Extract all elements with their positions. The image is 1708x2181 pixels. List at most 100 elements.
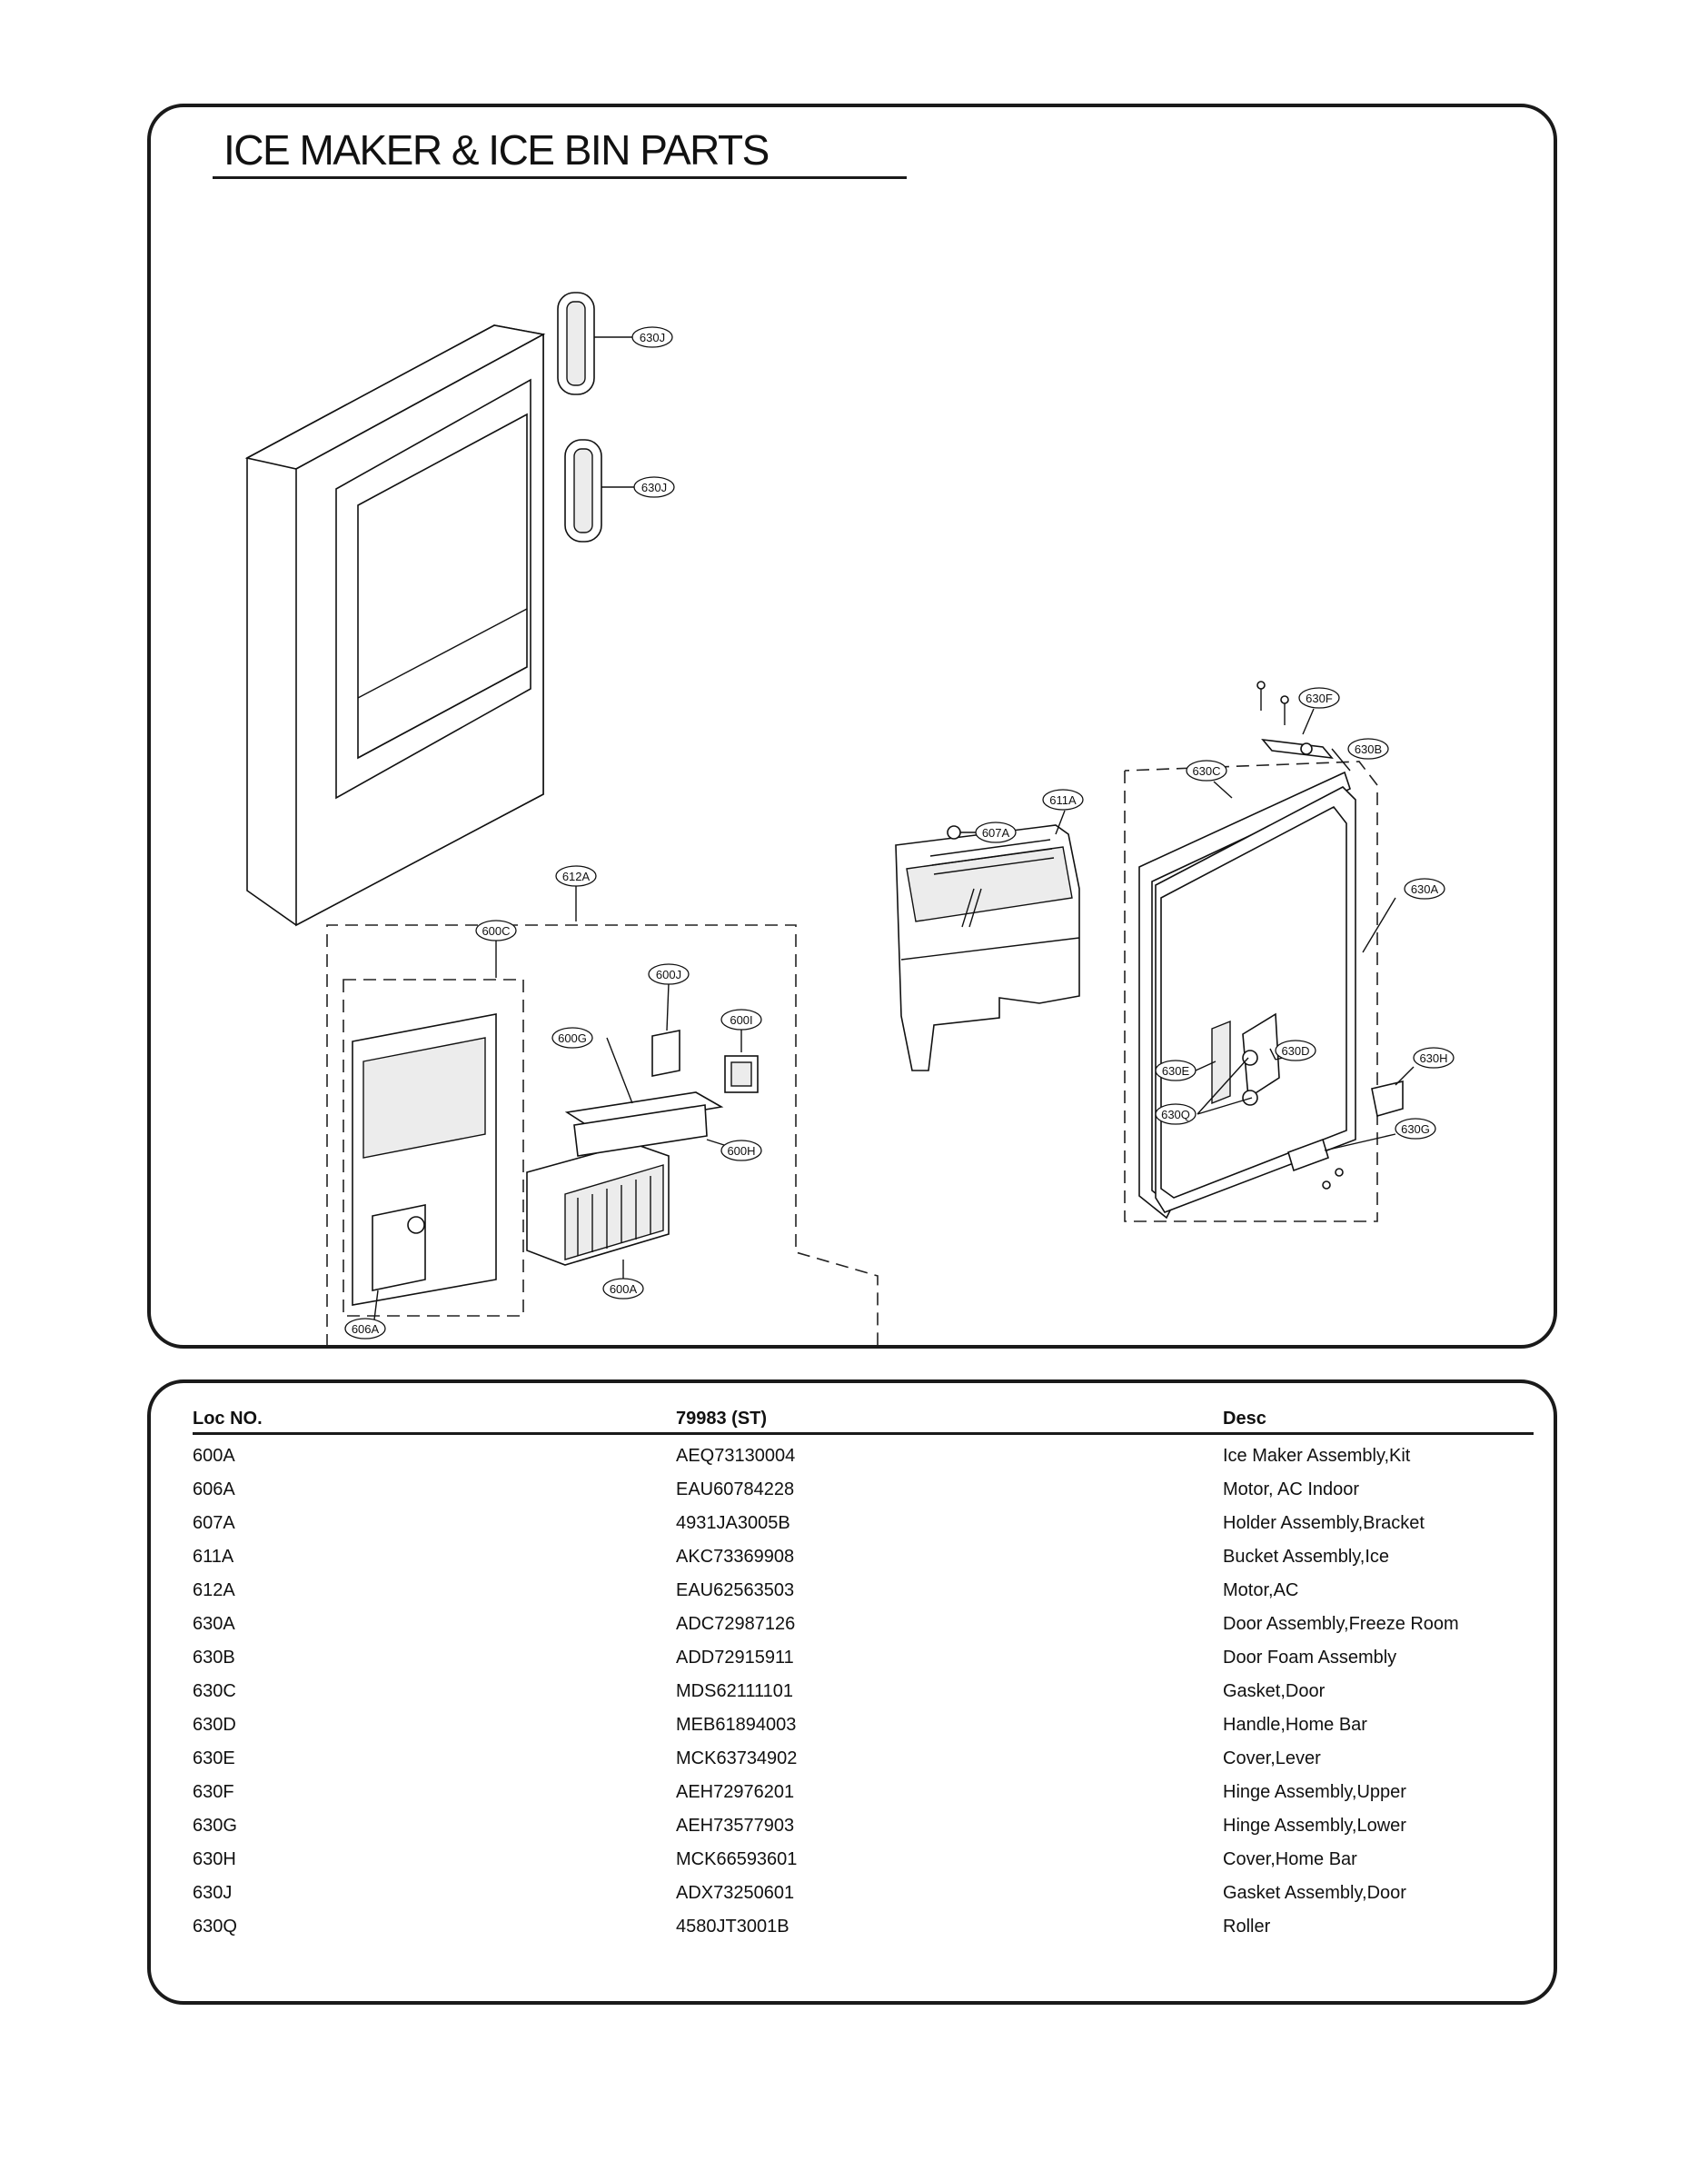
cell-part-number: AEH73577903 — [676, 1816, 795, 1836]
cell-description: Door Assembly,Freeze Room — [1223, 1614, 1459, 1634]
cell-description: Hinge Assembly,Lower — [1223, 1816, 1406, 1836]
svg-text:600C: 600C — [482, 924, 510, 938]
table-row: 630E MCK63734902 Cover,Lever — [193, 1741, 1534, 1775]
diagram-panel: ICE MAKER & ICE BIN PARTS — [147, 104, 1557, 1349]
gasket-630j-lower — [564, 439, 634, 543]
svg-text:630C: 630C — [1192, 764, 1220, 778]
cell-part-number: EAU60784228 — [676, 1479, 795, 1499]
cell-description: Ice Maker Assembly,Kit — [1223, 1446, 1411, 1466]
callout-600i: 600I — [720, 1009, 762, 1031]
callout-630f: 630F — [1298, 687, 1340, 709]
callout-630a: 630A — [1404, 878, 1445, 900]
callout-630j-upper: 630J — [631, 326, 673, 348]
cell-part-number: AEQ73130004 — [676, 1446, 796, 1466]
svg-text:630H: 630H — [1419, 1051, 1447, 1065]
svg-text:630J: 630J — [641, 481, 667, 494]
parts-list-panel: Loc NO. 79983 (ST) Desc 600A AEQ73130004 I… — [147, 1379, 1557, 2005]
cell-loc-no: 607A — [193, 1513, 235, 1533]
cell-loc-no: 630J — [193, 1883, 233, 1903]
table-row: 630G AEH73577903 Hinge Assembly,Lower — [193, 1808, 1534, 1842]
cell-loc-no: 630H — [193, 1849, 236, 1869]
callout-630d: 630D — [1275, 1040, 1316, 1061]
svg-text:630D: 630D — [1281, 1044, 1309, 1058]
svg-text:600I: 600I — [730, 1013, 752, 1027]
exploded-diagram: 630J 630J 630F 630B 630C 611A 607A 630A … — [244, 292, 1455, 1345]
cell-part-number: ADX73250601 — [676, 1883, 795, 1903]
svg-text:630B: 630B — [1355, 742, 1382, 756]
cell-loc-no: 630E — [193, 1748, 235, 1768]
svg-text:600A: 600A — [610, 1282, 638, 1296]
parts-table: Loc NO. 79983 (ST) Desc 600A AEQ73130004 I… — [193, 1401, 1534, 1943]
cell-description: Cover,Lever — [1223, 1748, 1321, 1768]
cell-part-number: MDS62111101 — [676, 1681, 793, 1701]
table-header: Loc NO. 79983 (ST) Desc — [193, 1401, 1534, 1435]
svg-text:630G: 630G — [1401, 1122, 1430, 1136]
cell-loc-no: 606A — [193, 1479, 235, 1499]
cell-loc-no: 630A — [193, 1614, 235, 1634]
cell-description: Hinge Assembly,Upper — [1223, 1782, 1406, 1802]
cell-part-number: 4931JA3005B — [676, 1513, 790, 1533]
cell-loc-no: 600A — [193, 1446, 235, 1466]
callout-600j: 600J — [648, 963, 690, 985]
title-underline — [213, 176, 907, 179]
ice-bucket-illustration — [895, 810, 1080, 1071]
table-body: 600A AEQ73130004 Ice Maker Assembly,Kit 606… — [193, 1439, 1534, 1943]
cell-part-number: MCK63734902 — [676, 1748, 798, 1768]
callout-630b: 630B — [1347, 738, 1389, 760]
gasket-630j-upper — [557, 292, 632, 395]
table-row: 606A EAU60784228 Motor, AC Indoor — [193, 1472, 1534, 1506]
svg-text:606A: 606A — [352, 1322, 380, 1336]
callout-630g: 630G — [1395, 1118, 1436, 1140]
cell-part-number: ADD72915911 — [676, 1648, 794, 1668]
svg-text:612A: 612A — [562, 870, 591, 883]
callout-600c: 600C — [475, 920, 517, 941]
cell-loc-no: 630B — [193, 1648, 235, 1668]
callout-630e: 630E — [1155, 1060, 1197, 1081]
cell-description: Handle,Home Bar — [1223, 1715, 1367, 1735]
ice-maker-group — [326, 885, 879, 1345]
cell-part-number: 4580JT3001B — [676, 1917, 789, 1937]
svg-text:630A: 630A — [1411, 882, 1439, 896]
freezer-door-assembly — [1124, 681, 1415, 1222]
callout-607a: 607A — [975, 822, 1017, 843]
cell-description: Gasket,Door — [1223, 1681, 1326, 1701]
callout-630c: 630C — [1186, 760, 1227, 782]
svg-text:600G: 600G — [558, 1031, 587, 1045]
svg-text:630E: 630E — [1162, 1064, 1190, 1078]
cell-description: Roller — [1223, 1917, 1271, 1937]
callout-606a: 606A — [344, 1318, 386, 1339]
table-row: 630A ADC72987126 Door Assembly,Freeze Room — [193, 1607, 1534, 1640]
header-loc-no: Loc NO. — [193, 1409, 263, 1429]
cell-loc-no: 630G — [193, 1816, 237, 1836]
cell-description: Motor, AC Indoor — [1223, 1479, 1360, 1499]
header-part-number: 79983 (ST) — [676, 1409, 768, 1429]
cell-loc-no: 630Q — [193, 1917, 237, 1937]
freezer-door-illustration — [244, 324, 546, 927]
table-row: 630Q 4580JT3001B Roller — [193, 1909, 1534, 1943]
cell-loc-no: 612A — [193, 1580, 235, 1600]
svg-text:611A: 611A — [1049, 793, 1077, 807]
cell-part-number: EAU62563503 — [676, 1580, 795, 1600]
callout-600a: 600A — [602, 1278, 644, 1300]
svg-text:630J: 630J — [640, 331, 665, 344]
cell-description: Gasket Assembly,Door — [1223, 1883, 1406, 1903]
svg-text:600J: 600J — [656, 968, 681, 981]
table-row: 600A AEQ73130004 Ice Maker Assembly,Kit — [193, 1439, 1534, 1472]
callout-612a: 612A — [555, 865, 597, 887]
cell-loc-no: 630D — [193, 1715, 236, 1735]
table-row: 630J ADX73250601 Gasket Assembly,Door — [193, 1876, 1534, 1909]
cell-part-number: AKC73369908 — [676, 1547, 795, 1567]
cell-description: Cover,Home Bar — [1223, 1849, 1357, 1869]
page-title: ICE MAKER & ICE BIN PARTS — [223, 126, 770, 174]
callout-630q: 630Q — [1155, 1103, 1197, 1125]
cell-description: Motor,AC — [1223, 1580, 1299, 1600]
callout-611a: 611A — [1042, 789, 1084, 811]
cell-part-number: ADC72987126 — [676, 1614, 796, 1634]
